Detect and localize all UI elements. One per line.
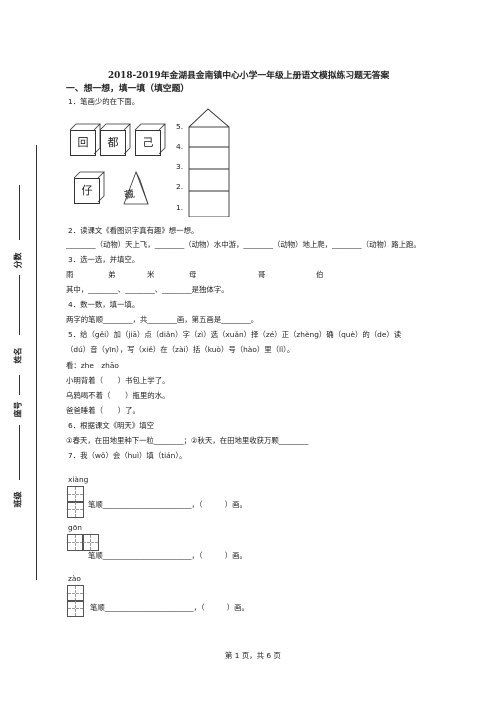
q3-option: 弟 [108,270,116,279]
cube-char: 仔 [81,184,93,197]
q6-label: 6．根据课文《明天》填空 [68,421,155,430]
q2-label: 2．读课文《看图识字真有趣》想一想。 [68,226,199,235]
page-footer: 第 1 页，共 6 页 [225,651,281,660]
ladder-number: 3. [176,162,184,171]
q3-line: 其中，________、________、________是独体字。 [66,285,229,294]
q6-line: ①春天，在田地里种下一粒________；②秋天，在田地里收获万颗_______… [66,436,309,445]
binding-line [36,145,37,580]
q3-option: 雨 [66,270,74,279]
cube: 回 [70,130,96,156]
q7-pinyin: zào [68,574,81,583]
ladder-number: 5. [176,122,184,131]
ladder-number: 2. [176,182,184,191]
seat-label: 座号 [13,401,23,418]
q5-sentence: 小明背着（ ）书包上学了。 [66,376,170,385]
section-heading: 一、想一想，填一填（填空题） [66,84,190,94]
tianzige-grid [67,600,84,617]
q4-label: 4．数一数，填一填。 [68,300,140,309]
name-line [19,275,20,335]
ladder-number: 4. [176,142,184,151]
name-label: 姓名 [13,347,23,364]
class-label: 班级 [13,491,23,508]
tianzige-grid [67,501,84,518]
q5-pinyin: 看：zhe zhāo [66,361,119,370]
seat-line [19,375,20,395]
q5-label-cont: （dú）音（yīn），写（xiě）在（zài）括（kuò）号（hào）里（lǐ）… [66,345,295,354]
q3-option: 米 [147,270,155,279]
q7-pinyin: xiàng [68,475,89,484]
cube-char: 都 [107,136,119,149]
cube: 仔 [74,178,100,204]
q3-option: 母 [189,270,197,279]
q3-label: 3．选一选，并填空。 [68,255,140,264]
q2-line: ________（动物）天上飞，________（动物）水中游，________… [66,240,421,249]
cube-char: 己 [142,136,154,149]
q7-label: 7．我（wǒ）会（huì）填（tián）。 [68,451,187,460]
class-line [19,425,20,480]
q5-sentence: 爸爸睡着（ ）了。 [66,406,140,415]
cube-outlines-icon [69,123,166,205]
q5-sentence: 乌鸦喝不着（ ）瓶里的水。 [66,391,170,400]
q7-line: 笔顺________________________，（ ）画。 [90,603,249,612]
q3-option: 伯 [316,270,324,279]
tianzige-grid [82,534,99,551]
q4-line: 两字的笔顺________，共________画，第五画是________。 [66,315,259,324]
q3-option: 哥 [258,270,266,279]
ladder-number: 1. [176,203,184,212]
cube: 都 [100,130,126,156]
score-label: 分数 [13,252,23,269]
cube-char: 回 [77,136,89,149]
q7-line: 笔顺________________________，（ ）画。 [88,500,247,509]
cube: 己 [135,130,161,156]
q7-pinyin: gōn [68,523,82,532]
ladder-house-icon [188,108,230,217]
page-title: 2018-2019年金湖县金南镇中心小学一年级上册语文模拟练习题无答案 [108,71,390,81]
score-line [19,185,20,240]
q7-line: 笔顺________________________，（ ）画。 [88,551,247,560]
q1-label: 1．笔画少的在下面。 [68,97,140,106]
q5-label: 5．给（gěi）加（jiā）点（diǎn）字（zì）选（xuǎn）择（zé）正（… [68,330,402,339]
